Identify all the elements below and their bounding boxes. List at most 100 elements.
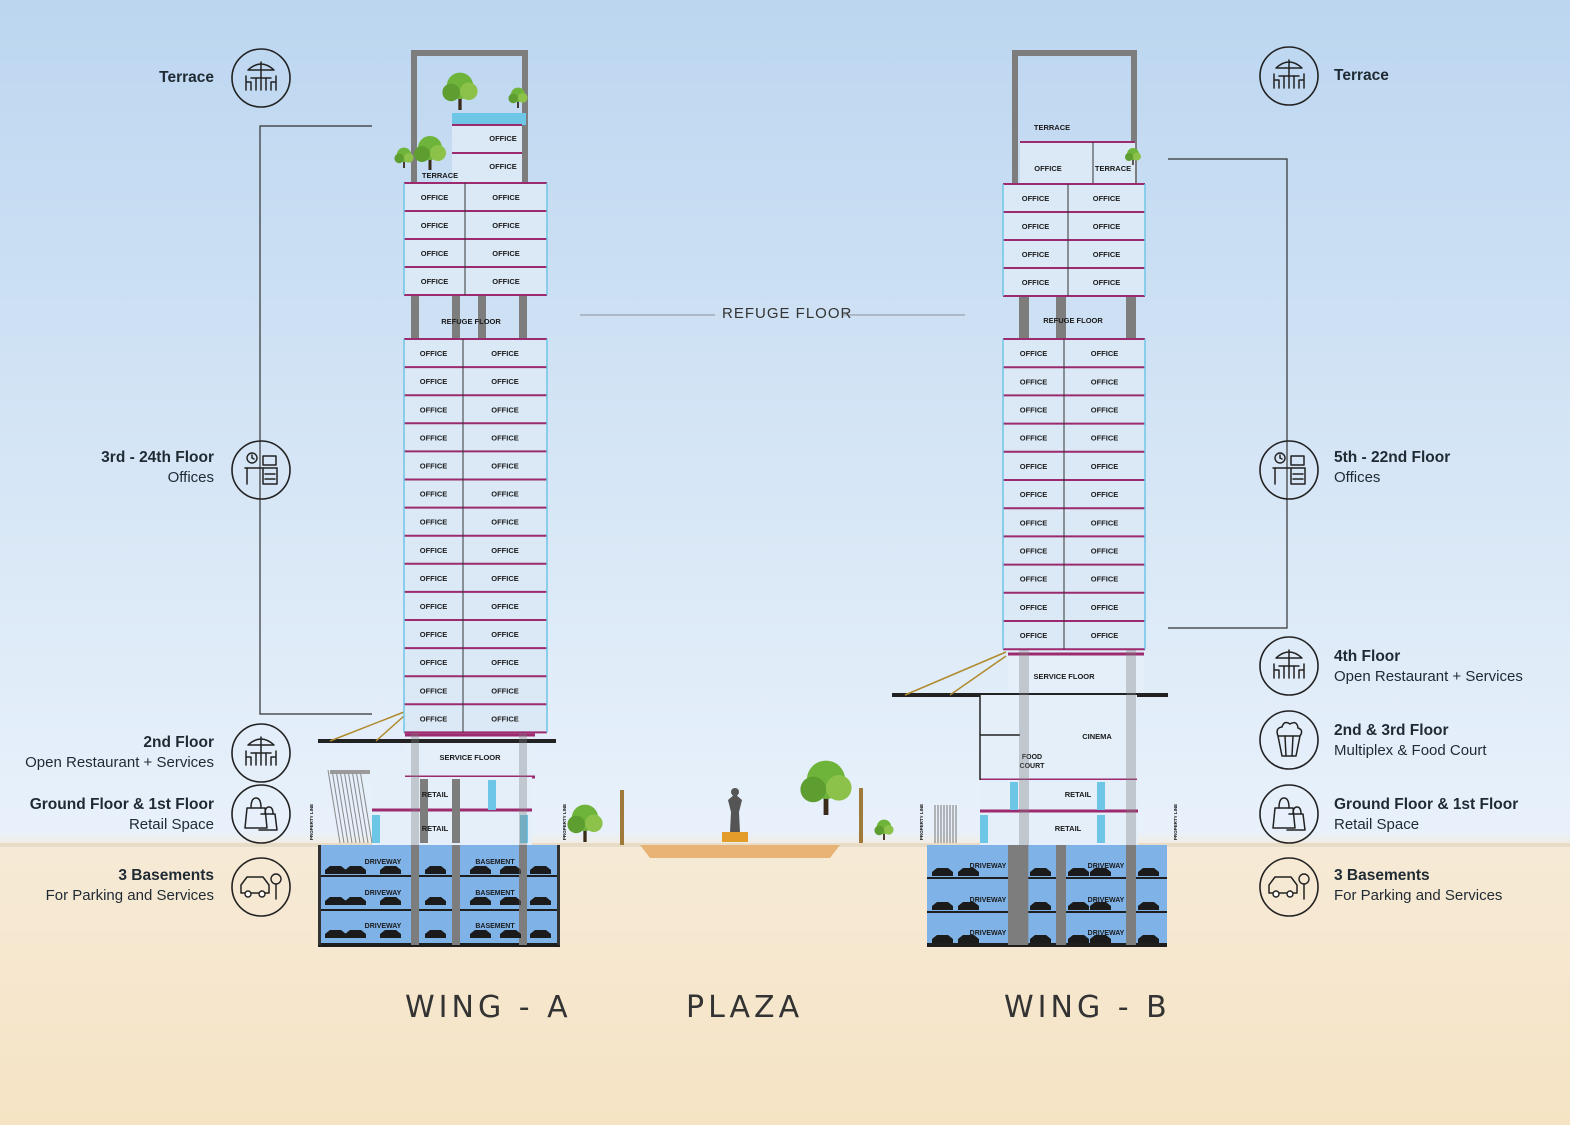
room-label-office: OFFICE xyxy=(491,602,519,611)
room-label-office: OFFICE xyxy=(1091,631,1119,640)
wing-a-cantilever xyxy=(318,739,556,743)
wing-a-roof-tree xyxy=(442,72,478,110)
right-table-umbrella-icon xyxy=(1259,636,1319,696)
parked-car xyxy=(425,866,446,874)
room-label-office: OFFICE xyxy=(1091,406,1119,415)
parked-car xyxy=(932,868,953,876)
room-label-office: OFFICE xyxy=(420,658,448,667)
room-label-office: OFFICE xyxy=(1093,194,1121,203)
room-label-office: OFFICE xyxy=(420,602,448,611)
room-label-office: OFFICE xyxy=(1091,434,1119,443)
parked-car xyxy=(345,897,366,905)
parked-car xyxy=(380,897,401,905)
parked-car xyxy=(325,866,346,874)
room-label-office: OFFICE xyxy=(491,518,519,527)
label-right-terrace: Terrace xyxy=(1334,66,1554,86)
room-label-office: OFFICE xyxy=(491,714,519,723)
label-subtitle: For Parking and Services xyxy=(45,887,214,904)
parked-car xyxy=(500,866,521,874)
room-label-office: OFFICE xyxy=(420,349,448,358)
plaza-tree-small xyxy=(874,819,894,840)
room-label-office: OFFICE xyxy=(491,349,519,358)
label-title: 3 Basements xyxy=(1334,867,1430,884)
room-label-office: OFFICE xyxy=(1020,547,1048,556)
wing-b-title: WING - B xyxy=(1004,990,1171,1025)
room-label-terrace: TERRACE xyxy=(1095,164,1131,173)
parked-car xyxy=(345,866,366,874)
parked-car xyxy=(1030,868,1051,876)
room-label-office: OFFICE xyxy=(1022,222,1050,231)
room-label-service: SERVICE FLOOR xyxy=(439,753,501,762)
room-label-office: OFFICE xyxy=(420,714,448,723)
label-title: Ground Floor & 1st Floor xyxy=(29,796,214,813)
room-label-office: OFFICE xyxy=(1091,462,1119,471)
room-label-office: OFFICE xyxy=(420,546,448,555)
plaza-title: PLAZA xyxy=(686,990,804,1025)
room-label-refuge: REFUGE FLOOR xyxy=(1043,316,1103,325)
offices-bracket-left xyxy=(259,125,372,715)
label-right-retail: Ground Floor & 1st Floor Retail Space xyxy=(1334,795,1554,835)
label-title: 2nd & 3rd Floor xyxy=(1334,722,1449,739)
room-label-office: OFFICE xyxy=(1020,406,1048,415)
label-right-basement: 3 Basements For Parking and Services xyxy=(1334,866,1554,906)
parked-car xyxy=(1138,902,1159,910)
label-title: Terrace xyxy=(159,69,214,86)
parked-car xyxy=(500,930,521,938)
parked-car xyxy=(380,866,401,874)
room-label-office: OFFICE xyxy=(420,574,448,583)
room-label-office: OFFICE xyxy=(489,134,517,143)
room-label-office: OFFICE xyxy=(420,518,448,527)
room-label-office: OFFICE xyxy=(492,249,520,258)
room-label-driveway: DRIVEWAY xyxy=(365,890,402,897)
offices-bracket-right xyxy=(1168,158,1288,629)
wing-b-lower-offices: OFFICE OFFICE OFFICE OFFICE OFFICE OFFICE OFFI… xyxy=(1002,338,1146,651)
room-label-office: OFFICE xyxy=(421,277,449,286)
room-label-driveway: DRIVEWAY xyxy=(1088,863,1125,870)
room-label-office: OFFICE xyxy=(489,162,517,171)
room-label-basement: BASEMENT xyxy=(475,923,515,930)
wing-a-lower-offices: OFFICE OFFICE OFFICE OFFICE OFFICE OFFICE OFFI… xyxy=(403,338,548,734)
label-title: Ground Floor & 1st Floor xyxy=(1334,796,1519,813)
wing-b-service-floor xyxy=(1008,653,1144,693)
room-label-driveway: DRIVEWAY xyxy=(365,859,402,866)
right-popcorn-icon xyxy=(1259,710,1319,770)
left-car-parking-icon xyxy=(231,857,291,917)
property-line-label: PROPERTY LINE xyxy=(919,804,924,840)
room-label-office: OFFICE xyxy=(421,221,449,230)
room-label-cinema: CINEMA xyxy=(1082,732,1112,741)
room-label-driveway: DRIVEWAY xyxy=(970,897,1007,904)
room-label-office: OFFICE xyxy=(1091,377,1119,386)
room-label-office: OFFICE xyxy=(491,686,519,695)
right-table-umbrella-icon xyxy=(1259,46,1319,106)
plaza-tree-left xyxy=(567,804,603,842)
label-right-offices: 5th - 22nd Floor Offices xyxy=(1334,448,1554,488)
room-label-office: OFFICE xyxy=(420,377,448,386)
room-label-office: OFFICE xyxy=(1020,349,1048,358)
parked-car xyxy=(1090,868,1111,876)
room-label-office: OFFICE xyxy=(1020,462,1048,471)
room-label-office: OFFICE xyxy=(491,630,519,639)
label-left-offices: 3rd - 24th Floor Offices xyxy=(20,448,214,488)
label-subtitle: For Parking and Services xyxy=(1334,887,1503,904)
parked-car xyxy=(325,897,346,905)
room-label-retail: RETAIL xyxy=(1055,824,1082,833)
wing-a-title: WING - A xyxy=(405,990,572,1025)
parked-car xyxy=(958,935,979,943)
wing-b-frame-right xyxy=(1131,50,1137,185)
lamp-post xyxy=(620,790,624,845)
room-label-office: OFFICE xyxy=(491,490,519,499)
room-label-basement: BASEMENT xyxy=(475,859,515,866)
left-table-umbrella-icon xyxy=(231,723,291,783)
room-label-office: OFFICE xyxy=(1020,377,1048,386)
room-label-retail: RETAIL xyxy=(422,790,449,799)
left-table-umbrella-icon xyxy=(231,48,291,108)
label-subtitle: Offices xyxy=(167,469,214,486)
room-label-driveway: DRIVEWAY xyxy=(970,863,1007,870)
room-label-office: OFFICE xyxy=(420,433,448,442)
label-subtitle: Open Restaurant + Services xyxy=(25,754,214,771)
wing-a-refuge-col xyxy=(478,296,486,338)
room-label-office: OFFICE xyxy=(1020,603,1048,612)
statue xyxy=(728,794,742,832)
